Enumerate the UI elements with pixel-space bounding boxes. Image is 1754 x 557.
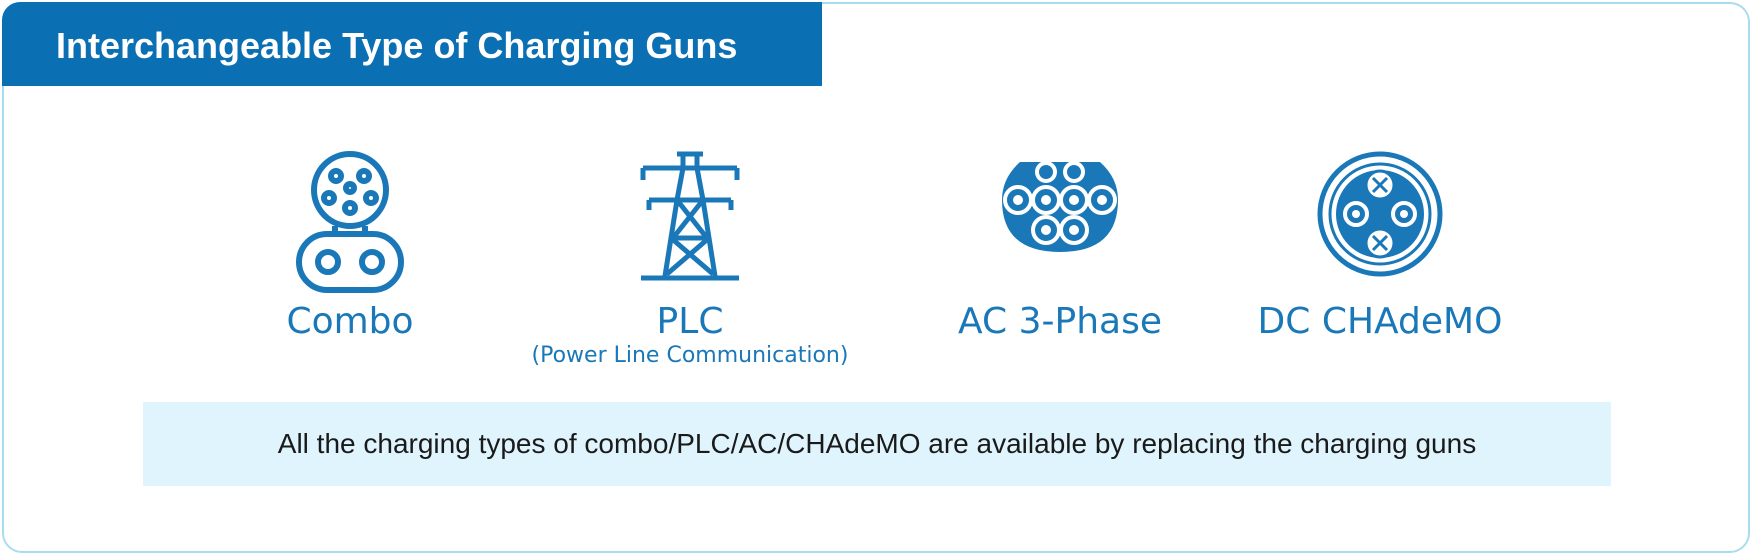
combo-connector-icon — [296, 151, 404, 293]
charging-type-label: AC 3-Phase — [958, 301, 1162, 342]
charging-type-plc: PLC (Power Line Communication) — [490, 148, 890, 370]
page-title: Interchangeable Type of Charging Guns — [56, 25, 738, 66]
charging-type-label: Combo — [286, 301, 414, 342]
charging-type-combo: Combo — [280, 148, 420, 342]
chademo-connector-icon — [1317, 151, 1443, 277]
charging-type-ac-3-phase: AC 3-Phase — [940, 148, 1180, 342]
ac-3-phase-connector-icon — [1002, 161, 1118, 252]
charging-type-dc-chademo: DC CHAdeMO — [1240, 148, 1520, 342]
note-text: All the charging types of combo/PLC/AC/C… — [277, 428, 1477, 459]
charging-type-label: DC CHAdeMO — [1257, 301, 1503, 342]
charging-type-label: PLC — [656, 301, 724, 342]
title-bar: Interchangeable Type of Charging Guns — [2, 2, 822, 86]
power-tower-icon — [640, 151, 740, 281]
note-banner: All the charging types of combo/PLC/AC/C… — [143, 402, 1611, 486]
charging-type-sublabel: (Power Line Communication) — [531, 343, 849, 368]
